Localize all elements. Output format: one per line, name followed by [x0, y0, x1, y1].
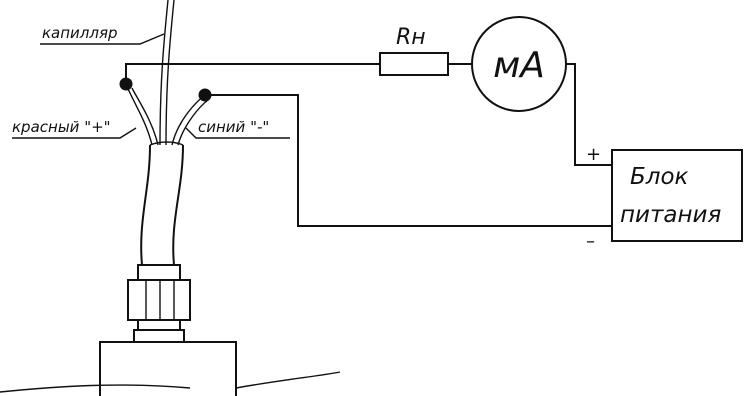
load-resistor: [379, 52, 449, 76]
blue-wire-label: синий "-": [198, 118, 269, 136]
resistor-label: Rн: [396, 25, 426, 50]
ammeter-to-psu-plus-wire: [566, 63, 612, 166]
ammeter-label: мА: [493, 45, 545, 86]
cable-top: [149, 141, 184, 146]
capillary-label: капилляр: [42, 24, 118, 42]
plus-sign: +: [586, 144, 601, 165]
sensor-body: [99, 341, 237, 396]
power-supply-box: [611, 149, 743, 242]
cable-jacket: [140, 144, 184, 266]
capillary-leader: [40, 33, 165, 45]
cable-gland: [127, 264, 191, 343]
red-wire-leader: [12, 127, 137, 139]
capillary-tube: [159, 0, 175, 146]
top-wire: [125, 63, 380, 84]
bottom-wire: [205, 94, 612, 227]
blue-wire: [171, 94, 209, 146]
mounting-surface: [0, 371, 341, 393]
psu-label-line2: питания: [620, 202, 721, 228]
psu-label-line1: Блок: [630, 164, 689, 190]
blue-wire-leader: [185, 127, 290, 139]
red-wire-label: красный "+": [12, 118, 111, 136]
red-wire: [125, 83, 159, 146]
minus-sign: –: [586, 231, 595, 252]
